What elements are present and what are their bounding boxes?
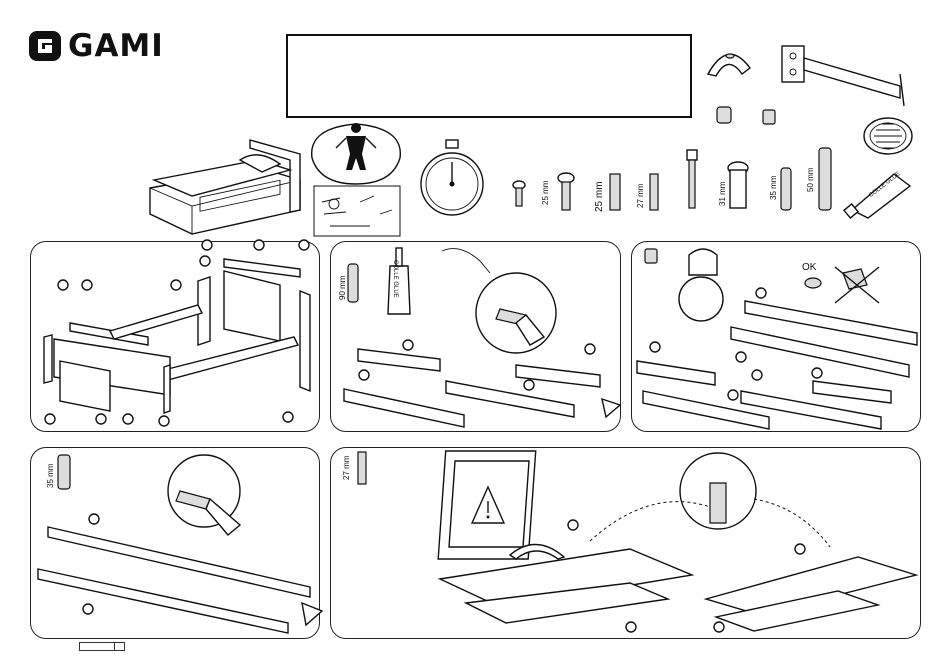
bed-overview-illustration [140, 130, 310, 240]
insert-nut-icon [762, 108, 776, 126]
length-label-27: 27 mm [636, 184, 645, 208]
brand-logo: GAMI [28, 28, 164, 64]
step-1-bed-frame-diagram [30, 241, 320, 432]
dowel-35-icon [779, 166, 793, 212]
length-label-50: 50 mm [806, 168, 815, 192]
gami-logo-icon [28, 30, 62, 62]
threaded-insert-icon [608, 172, 622, 212]
length-label-35: 35 mm [769, 176, 778, 200]
felt-pad-icon [862, 116, 914, 158]
length-label-25a: 25 mm [541, 181, 550, 205]
screw-small-icon [512, 180, 526, 210]
bolt-long-icon [684, 148, 700, 212]
footer-box [79, 642, 125, 651]
step-5-panel-assembly-diagram [330, 447, 921, 639]
step-2-glue-application-diagram [330, 241, 621, 432]
cam-lock-icon [716, 104, 732, 124]
footer-divider [114, 642, 115, 651]
step-3-insert-diagram [631, 241, 921, 432]
assembly-person-icon [300, 118, 412, 238]
stopwatch-icon [418, 138, 488, 220]
instruction-note-box [286, 34, 692, 118]
hinge-bracket-icon [704, 44, 754, 80]
screw-25-icon [557, 172, 575, 212]
glue-tube-icon [846, 168, 916, 218]
dowel-50-icon [817, 146, 833, 212]
length-label-25b: 25 mm [594, 181, 605, 212]
brand-name: GAMI [68, 30, 164, 62]
cam-bolt-icon [726, 160, 750, 212]
screw-27-icon [648, 172, 660, 212]
step-4-dowel-diagram [30, 447, 320, 639]
rail-bracket-icon [780, 44, 910, 110]
